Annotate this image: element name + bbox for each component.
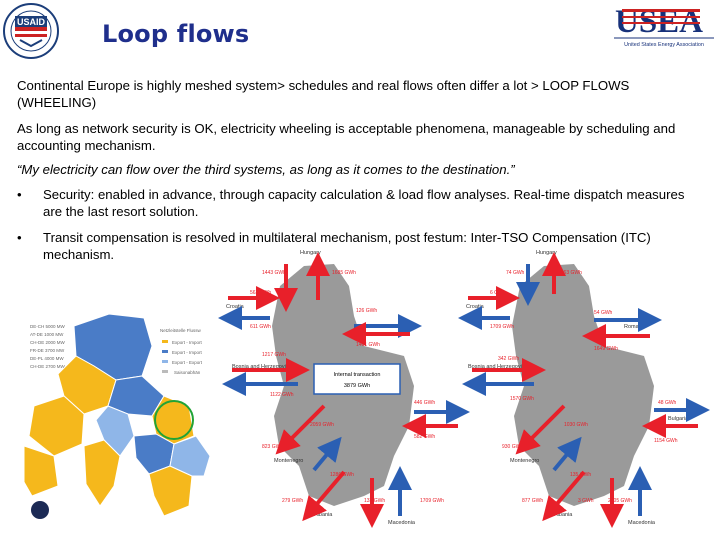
usaid-logo: USAID — [3, 3, 59, 59]
internal-transaction-box — [313, 363, 401, 395]
flow-value: 1709 GWh — [420, 498, 444, 504]
label-albania: Albania — [314, 512, 333, 518]
flow-value: 279 GWh — [282, 498, 303, 504]
flow-arrow — [302, 470, 346, 522]
label-montenegro: Montenegro — [274, 458, 303, 464]
europe-value: DE-CH 5000 MW — [30, 324, 66, 329]
europe-value: AT-DE 1000 MW — [30, 332, 64, 337]
usea-logo: USEA United States Energy Association — [614, 4, 714, 48]
flow-value: 1122 GWh — [270, 392, 294, 398]
flow-value: 1649 GWh — [594, 346, 618, 352]
flow-value: 446 GWh — [414, 400, 435, 406]
label-hungary: Hungary — [536, 250, 557, 256]
bullet-marker: • — [17, 187, 22, 202]
label-romania: Romania — [624, 324, 647, 330]
flow-value: 562 GWh — [250, 290, 271, 296]
loop-flow-maps: Internal transaction 3879 GWh Hungary Cr… — [218, 250, 710, 528]
flow-value: 48 GWh — [658, 400, 677, 406]
usea-subtitle: United States Energy Association — [624, 42, 704, 48]
usaid-logo-text: USAID — [17, 17, 46, 27]
europe-legend-item: Export - Import — [172, 340, 203, 345]
label-croatia: Croatia — [466, 304, 485, 310]
flow-value: 582 GWh — [414, 434, 435, 440]
label-croatia: Croatia — [226, 304, 245, 310]
label-albania: Albania — [554, 512, 573, 518]
europe-value: CH-DE 2000 MW — [30, 340, 66, 345]
flow-value: 611 GWh — [250, 324, 271, 330]
paragraph-quote: “My electricity can flow over the third … — [17, 162, 515, 177]
europe-map: DE-CH 5000 MW AT-DE 1000 MW CH-DE 2000 M… — [24, 296, 214, 536]
flow-value: 1709 GWh — [490, 324, 514, 330]
europe-value: CH-DE 2700 MW — [30, 364, 66, 369]
flow-value: 1443 GWh — [262, 270, 286, 276]
highlight-circle — [154, 400, 194, 440]
flow-value: 2305 GWh — [608, 498, 632, 504]
flow-value: 877 GWh — [522, 498, 543, 504]
slide-title: Loop flows — [102, 20, 250, 48]
flow-value: 1481 GWh — [356, 342, 380, 348]
internal-transaction-title: Internal transaction — [334, 372, 381, 378]
europe-legend-item: Saisonabhän — [174, 370, 201, 375]
flow-value: 1570 GWh — [510, 396, 534, 402]
label-montenegro: Montenegro — [510, 458, 539, 464]
flow-value: 3 GWh — [578, 498, 594, 504]
internal-transaction-value: 3879 GWh — [344, 383, 370, 389]
europe-legend-item: Export - Import — [172, 350, 203, 355]
label-bosnia: Bosnia and Herzegovina — [468, 364, 529, 370]
bullet-text: Transit compensation is resolved in mult… — [43, 230, 651, 262]
flow-arrow — [542, 470, 586, 522]
flow-value: 1030 GWh — [564, 422, 588, 428]
right-map: Hungary Croatia Romania Bosnia and Herze… — [458, 250, 710, 528]
flow-arrow — [312, 436, 342, 472]
flow-value: 823 GWh — [262, 444, 283, 450]
label-bulgaria: Bulgaria — [668, 416, 689, 422]
europe-value: FR-DE 3700 MW — [30, 348, 65, 353]
flow-arrow — [275, 404, 326, 455]
label-macedonia: Macedonia — [628, 520, 656, 526]
paragraph-loop-flows: Continental Europe is highly meshed syst… — [17, 78, 630, 110]
label-bulgaria: B — [448, 416, 452, 422]
flow-value: 3363 GWh — [558, 270, 582, 276]
europe-legend-item: Netzleitstelle Flussw — [160, 328, 202, 333]
entsoe-logo — [31, 501, 49, 519]
flow-value: 74 GWh — [506, 270, 525, 276]
flow-value: 126 GWh — [356, 308, 377, 314]
left-map: Internal transaction 3879 GWh Hungary Cr… — [218, 250, 470, 528]
paragraph-wheeling: As long as network security is OK, elect… — [17, 121, 676, 153]
label-bosnia: Bosnia and Herzegovina — [232, 364, 293, 370]
bullet-marker: • — [17, 230, 22, 245]
flow-value: 1685 GWh — [332, 270, 356, 276]
flow-value: 1154 GWh — [654, 438, 678, 444]
bullet-text: Security: enabled in advance, through ca… — [43, 187, 685, 219]
flow-arrow — [552, 436, 582, 472]
flow-value: 2059 GWh — [310, 422, 334, 428]
europe-legend-item: Export - Export — [172, 360, 203, 365]
flow-value: 133 GWh — [364, 498, 385, 504]
label-macedonia: Macedonia — [388, 520, 416, 526]
europe-value: DE-PL 4000 MW — [30, 356, 64, 361]
label-hungary: Hungary — [300, 250, 321, 256]
flow-value: 1217 GWh — [262, 352, 286, 358]
flow-value: 6 GWh — [490, 290, 506, 296]
flow-arrow — [515, 404, 566, 455]
flow-value: 342 GWh — [498, 356, 519, 362]
flow-value: 54 GWh — [594, 310, 613, 316]
flow-value: 930 GWh — [502, 444, 523, 450]
